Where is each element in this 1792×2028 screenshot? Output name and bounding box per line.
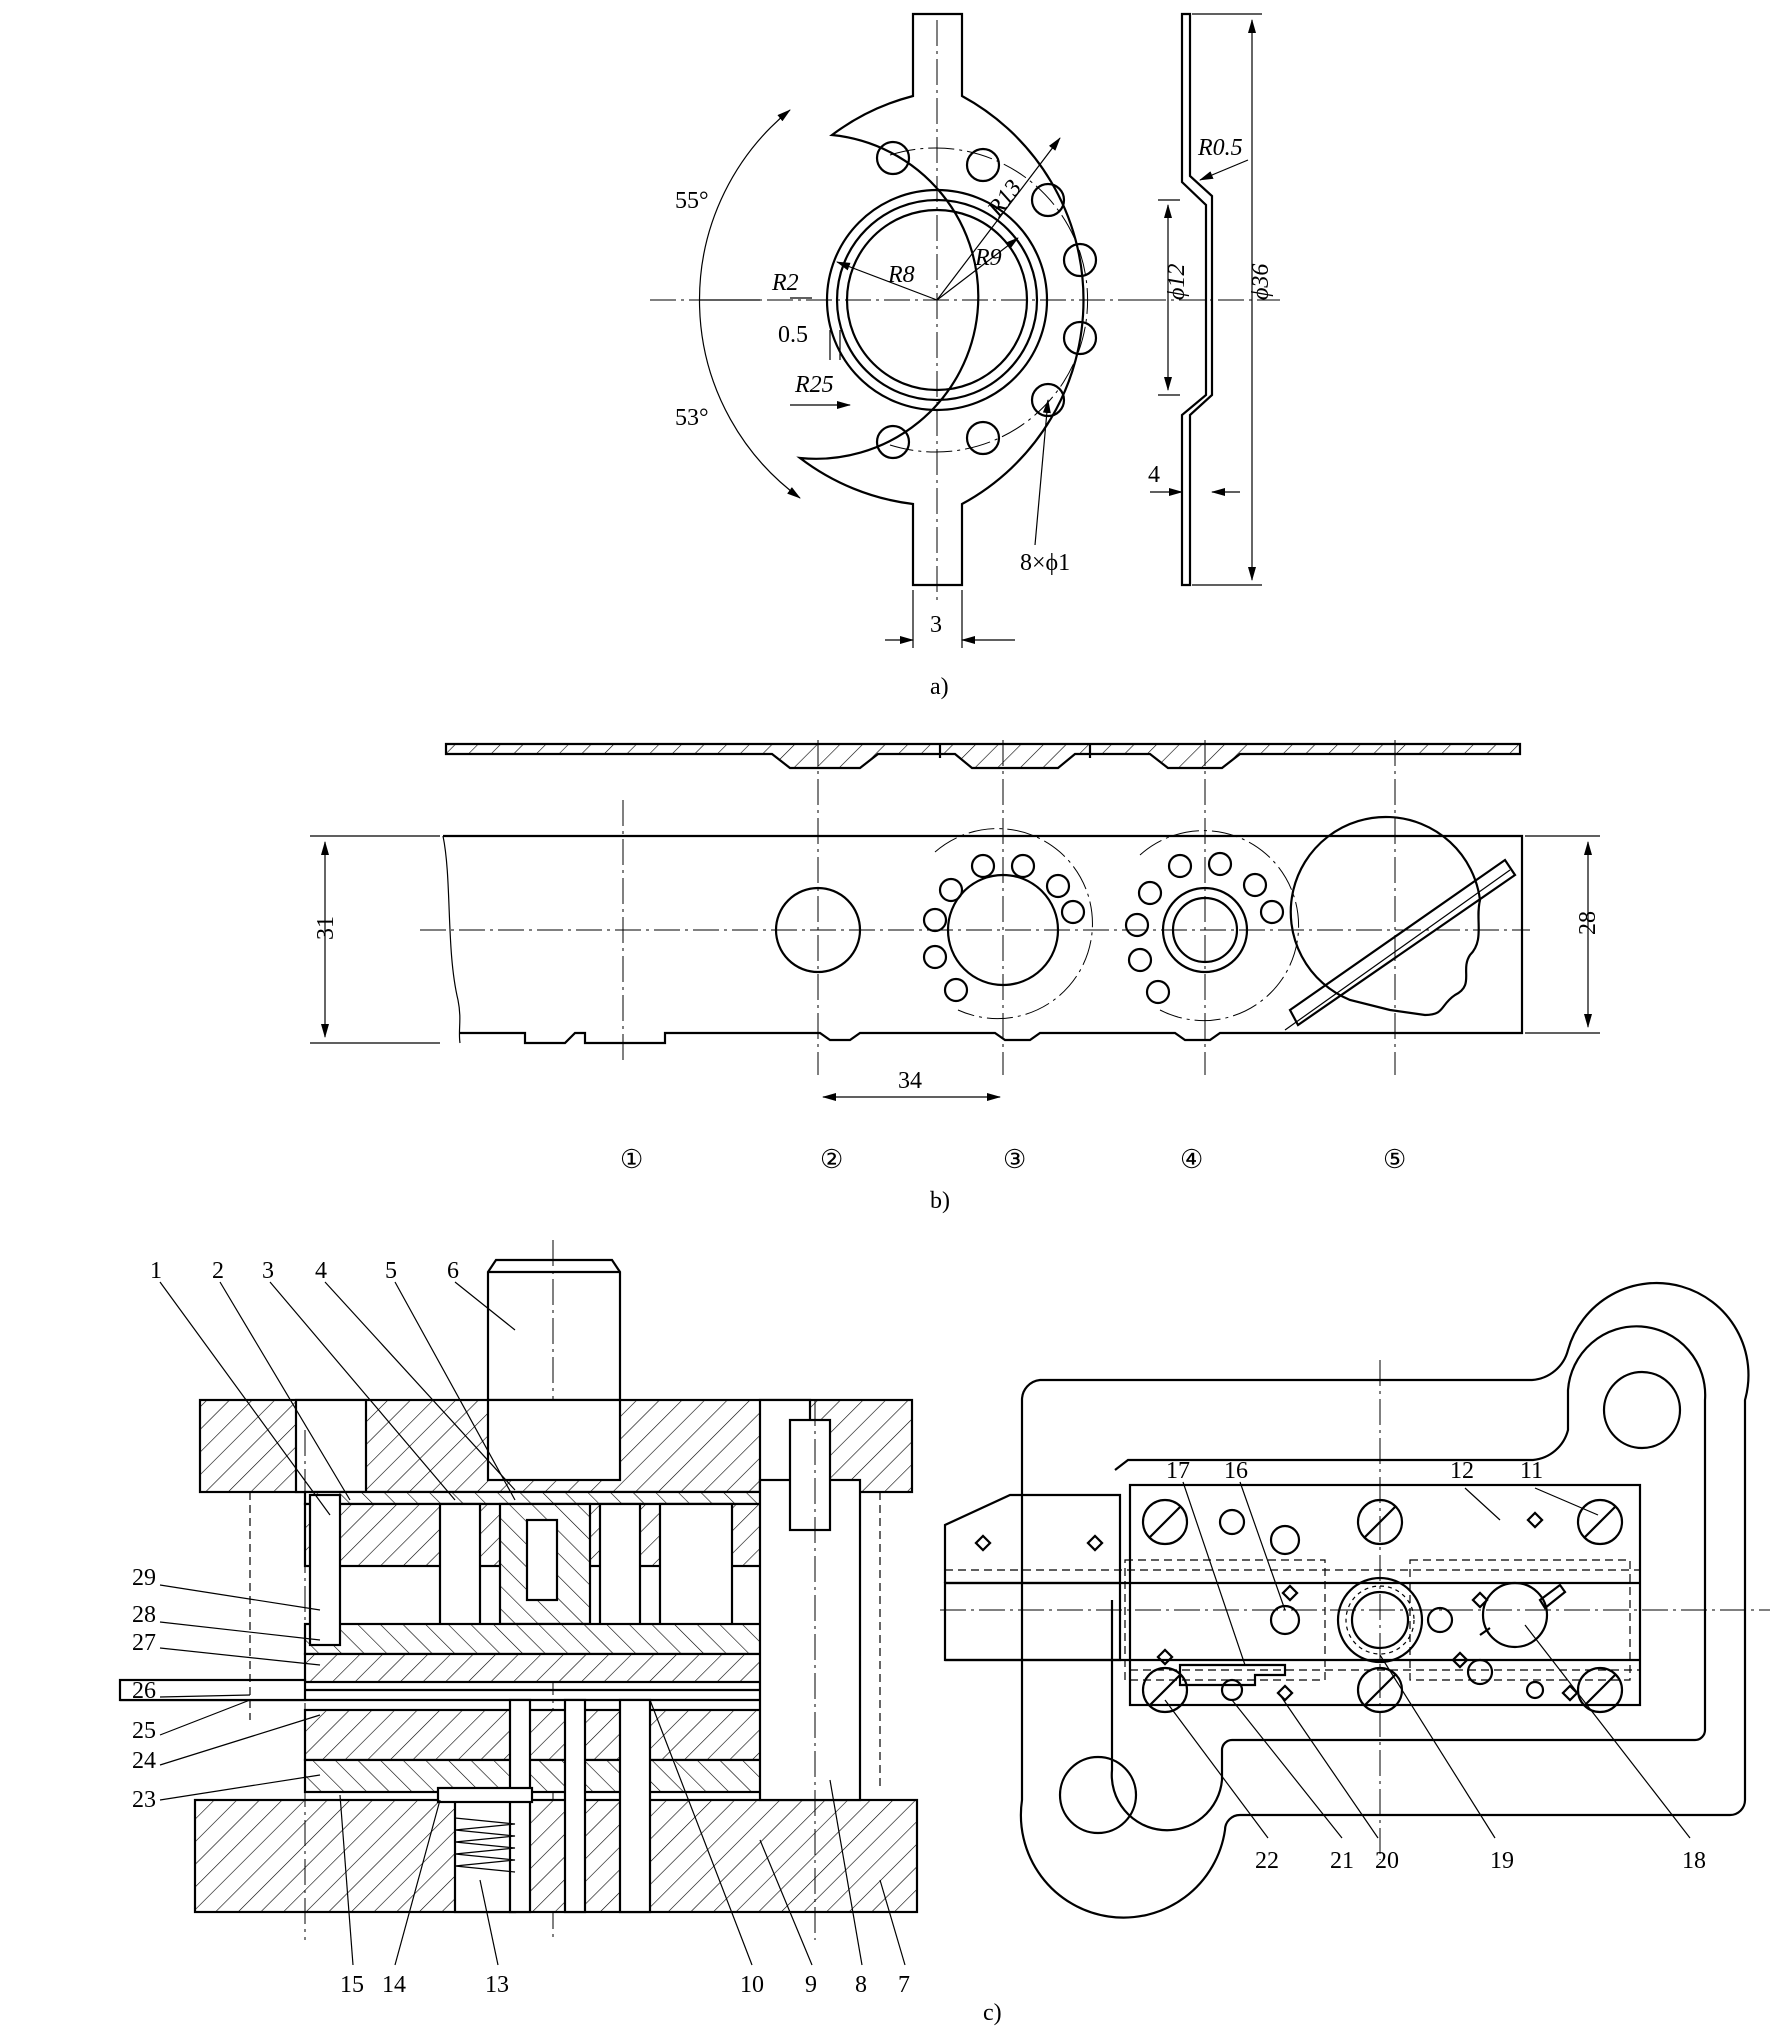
label-14: 14 (382, 1972, 406, 1998)
dim-angle-53: 53° (675, 405, 709, 431)
caption-c: c) (983, 2000, 1002, 2026)
dim-pitch-34: 34 (898, 1068, 922, 1094)
label-15: 15 (340, 1972, 364, 1998)
dim-r25: R25 (794, 372, 834, 398)
die-plan-view (940, 1281, 1770, 1919)
label-13: 13 (485, 1972, 509, 1998)
dim-width-28: 28 (1575, 911, 1601, 935)
label-22: 22 (1255, 1848, 1279, 1874)
label-12: 12 (1450, 1458, 1474, 1484)
label-25: 25 (132, 1718, 156, 1744)
label-29: 29 (132, 1565, 156, 1591)
label-7: 7 (898, 1972, 910, 1998)
label-3: 3 (262, 1258, 274, 1284)
part-a-front-view (650, 12, 1140, 648)
label-21: 21 (1330, 1848, 1354, 1874)
label-18: 18 (1682, 1848, 1706, 1874)
dim-width-3: 3 (930, 612, 942, 638)
dim-r2: R2 (771, 270, 799, 296)
label-28: 28 (132, 1602, 156, 1628)
caption-b: b) (930, 1188, 950, 1214)
dim-d36: ϕ36 (1248, 264, 1274, 300)
label-17: 17 (1166, 1458, 1190, 1484)
part-b-strip-section (444, 742, 1522, 770)
dim-d12: ϕ12 (1164, 264, 1190, 300)
dim-width-31: 31 (313, 916, 339, 940)
label-6: 6 (447, 1258, 459, 1284)
label-20: 20 (1375, 1848, 1399, 1874)
label-2: 2 (212, 1258, 224, 1284)
label-24: 24 (132, 1748, 156, 1774)
label-4: 4 (315, 1258, 327, 1284)
label-19: 19 (1490, 1848, 1514, 1874)
station-3: ③ (1003, 1145, 1026, 1174)
part-a-side-view (1140, 12, 1280, 587)
hole-pattern (875, 140, 1098, 460)
station-5: ⑤ (1383, 1145, 1406, 1174)
label-8: 8 (855, 1972, 867, 1998)
label-10: 10 (740, 1972, 764, 1998)
label-16: 16 (1224, 1458, 1248, 1484)
caption-a: a) (930, 674, 949, 700)
dim-r05: R0.5 (1197, 135, 1243, 161)
label-11: 11 (1520, 1458, 1543, 1484)
die-section-view (118, 1240, 919, 1966)
dim-r8: R8 (887, 262, 915, 288)
label-5: 5 (385, 1258, 397, 1284)
dim-holes: 8×ϕ1 (1020, 550, 1070, 576)
dim-angle-55: 55° (675, 188, 709, 214)
label-9: 9 (805, 1972, 817, 1998)
label-27: 27 (132, 1630, 156, 1656)
dim-gap: 0.5 (778, 322, 808, 348)
label-26: 26 (132, 1678, 156, 1704)
station-1: ① (620, 1145, 643, 1174)
label-1: 1 (150, 1258, 162, 1284)
dim-r9: R9 (974, 245, 1002, 271)
station-2: ② (820, 1145, 843, 1174)
label-23: 23 (132, 1787, 156, 1813)
dim-depth-4: 4 (1148, 462, 1160, 488)
station-4: ④ (1180, 1145, 1203, 1174)
part-b-strip-plan (310, 740, 1600, 1101)
